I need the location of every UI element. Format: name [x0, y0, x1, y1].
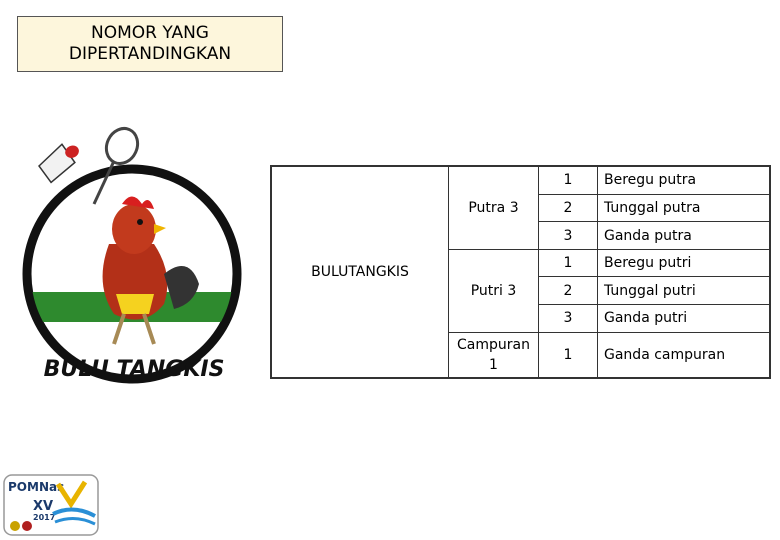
- category-cell: Campuran 1: [448, 331, 539, 379]
- event-name: Tunggal putra: [597, 193, 771, 223]
- event-name: Ganda putri: [597, 303, 771, 333]
- logo-text: BULU TANGKIS: [44, 357, 225, 382]
- pomnas-logo-icon: POMNas XV 2017: [3, 474, 99, 536]
- category-cell: Putra 3: [448, 165, 539, 250]
- sport-cell: BULUTANGKIS: [270, 165, 449, 379]
- event-number: 2: [538, 193, 598, 223]
- table-row: 2 Tunggal putra: [271, 193, 771, 223]
- event-name: Ganda campuran: [597, 331, 771, 379]
- category-label-line1: Campuran: [457, 336, 530, 353]
- category-label-line2: 1: [489, 356, 498, 373]
- event-name: Ganda putra: [597, 221, 771, 250]
- corner-logo-text3: 2017: [33, 513, 55, 522]
- event-name: Beregu putri: [597, 248, 771, 278]
- table-row: 3 Ganda putra: [271, 221, 771, 250]
- table-row: BULUTANGKIS Putra 3 1 Beregu putra: [270, 165, 771, 379]
- event-number: 2: [538, 276, 598, 305]
- corner-logo-text2: XV: [33, 499, 53, 514]
- event-number: 3: [538, 303, 598, 333]
- events-table: BULUTANGKIS Putra 3 1 Beregu putra 2 Tun…: [270, 165, 771, 379]
- table-row: Campuran 1 1 Ganda campuran: [271, 331, 771, 379]
- page-title: NOMOR YANG DIPERTANDINGKAN: [17, 16, 283, 72]
- event-number: 1: [538, 331, 598, 379]
- event-number: 3: [538, 221, 598, 250]
- corner-logo-text1: POMNas: [8, 480, 64, 494]
- category-cell: Putri 3: [448, 248, 539, 333]
- title-line-2: DIPERTANDINGKAN: [68, 44, 232, 64]
- event-name: Beregu putra: [597, 165, 771, 195]
- event-number: 1: [538, 165, 598, 195]
- title-line-1: NOMOR YANG: [91, 23, 209, 43]
- event-number: 1: [538, 248, 598, 278]
- badminton-mascot-logo-icon: BULU TANGKIS: [14, 124, 249, 394]
- event-name: Tunggal putri: [597, 276, 771, 305]
